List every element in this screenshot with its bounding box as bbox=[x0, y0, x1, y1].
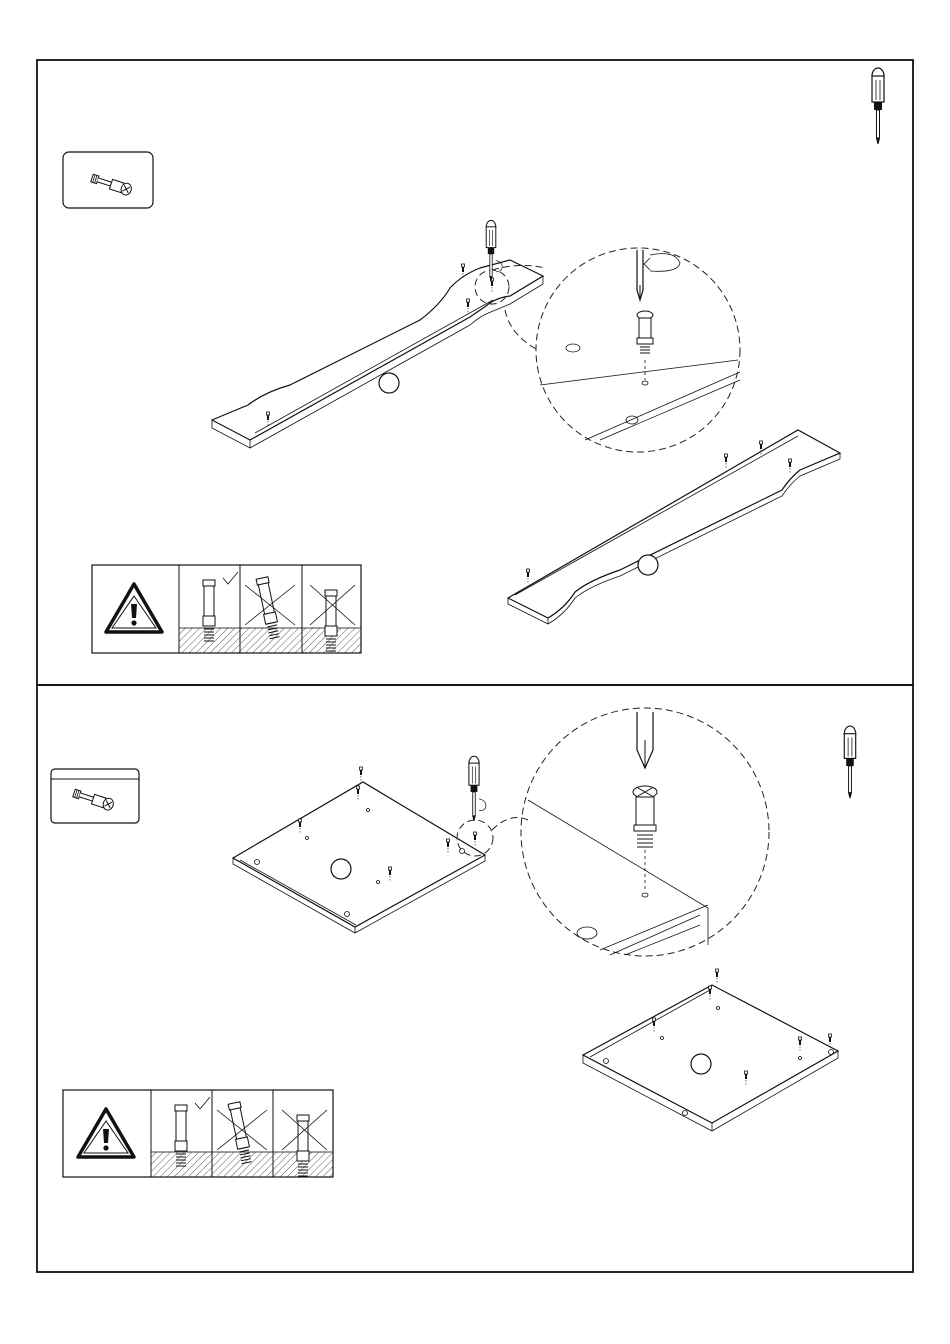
warning-panel-a bbox=[92, 565, 361, 653]
rail-panel-1 bbox=[212, 260, 543, 448]
square-panel-1 bbox=[233, 767, 493, 933]
square-panel-2 bbox=[583, 969, 838, 1131]
step-b-hardware-box bbox=[51, 769, 139, 823]
step-a-hardware-box bbox=[63, 152, 153, 208]
step-a-screwdriver-icon bbox=[872, 68, 884, 144]
part-callout-circle bbox=[638, 555, 658, 575]
step-b-screwdriver-icon bbox=[844, 726, 855, 798]
part-callout-circle bbox=[691, 1054, 711, 1074]
screwdriver-in-use-icon bbox=[469, 756, 486, 821]
warning-panel-b bbox=[63, 1090, 333, 1177]
part-callout-circle bbox=[331, 859, 351, 879]
part-callout-circle bbox=[379, 373, 399, 393]
detail-zoom-circle-b bbox=[492, 708, 769, 956]
rail-panel-2 bbox=[508, 430, 840, 624]
